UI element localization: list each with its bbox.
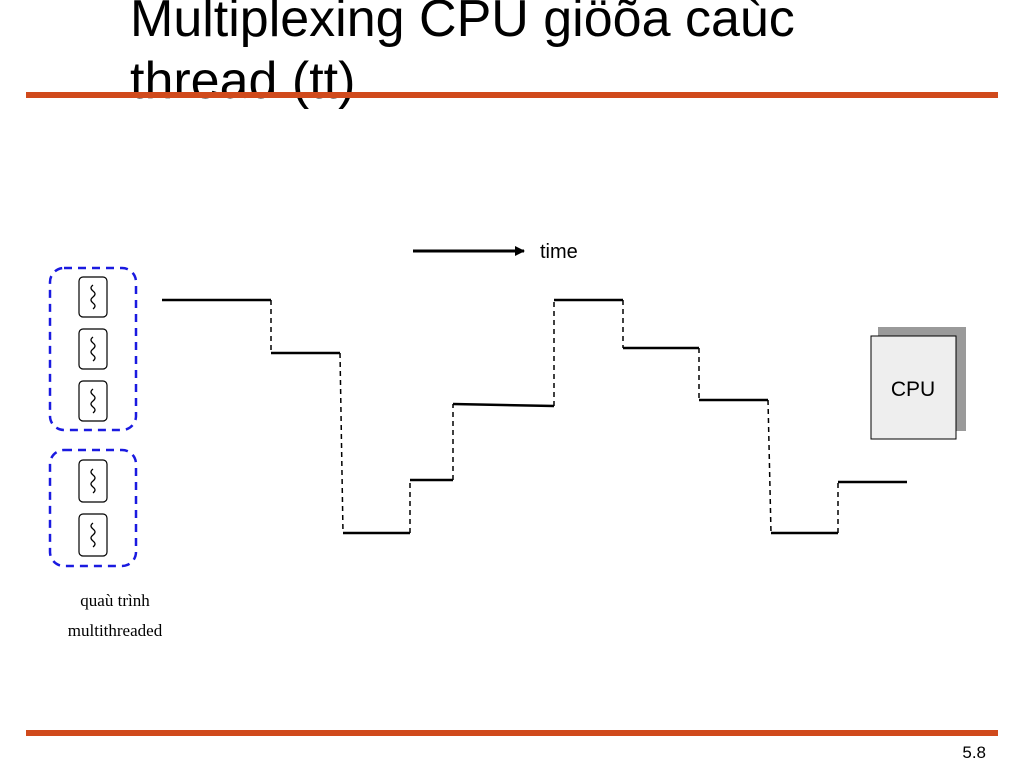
time-label: time [540,241,578,263]
process-group-2 [48,448,138,568]
process-group-1 [48,266,138,432]
thread-3 [78,380,108,422]
cpu-label: CPU [891,378,935,401]
slide-title: Multiplexing CPU giöõa caùc thread (tt) [130,0,990,112]
wavy-thread-icon [90,388,96,414]
time-arrow: time [413,241,578,263]
slide-title-line-2: thread (tt) [130,52,356,110]
cpu-box: CPU [870,327,966,440]
context-switch [339,352,344,534]
wavy-thread-icon [90,284,96,310]
process-group-1-border [48,266,138,432]
process-group-2-border [48,448,138,568]
context-switch [767,399,772,534]
execution-timeline [162,298,907,535]
wavy-thread-icon [90,468,96,494]
footer-rule [26,730,998,736]
thread-2 [78,328,108,370]
page-number: 5.8 [962,743,986,762]
context-switches [270,300,839,534]
process-caption-line-2: multithreaded [67,621,163,640]
thread-4 [78,459,108,503]
slide-title-line-1: Multiplexing CPU giöõa caùc [130,0,795,48]
wavy-thread-icon [90,336,96,362]
thread-5 [78,513,108,557]
title-underline-rule [26,92,998,98]
process-caption: quaù trình multithreaded [40,586,190,646]
cpu-box-face [870,335,957,440]
process-caption-line-1: quaù trình [80,591,150,610]
run-segment-thread-3 [452,402,555,408]
wavy-thread-icon [90,522,96,548]
thread-1 [78,276,108,318]
